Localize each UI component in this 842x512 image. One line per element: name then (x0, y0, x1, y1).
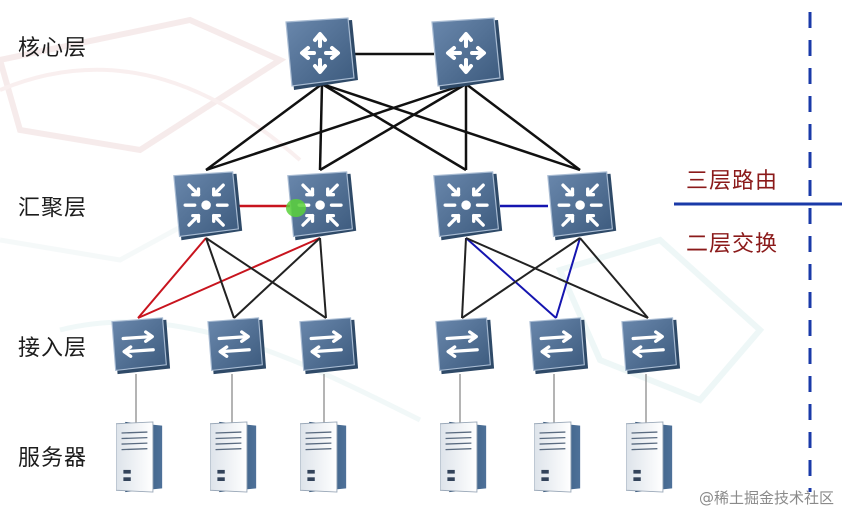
aggregation-switch-icon (172, 170, 244, 243)
access-switch-icon (110, 316, 172, 376)
server-icon (440, 421, 487, 493)
aggregation-switch-icon (432, 170, 504, 243)
access-switch-icon (434, 316, 496, 376)
watermark: @稀土掘金技术社区 (698, 489, 834, 507)
core-router-icon (284, 16, 360, 92)
access-layer-label: 接入层 (18, 336, 88, 361)
highlight-marker (286, 199, 306, 217)
layer2-switching-label: 二层交换 (686, 232, 779, 257)
aggregation-access-links-right (461, 237, 649, 319)
layer3-routing-label: 三层路由 (686, 169, 779, 194)
aggregation-switch-icon (546, 170, 618, 243)
access-switch-icon (298, 316, 360, 376)
access-switch-icon (620, 316, 682, 376)
server-icon (626, 421, 673, 493)
core-layer-label: 核心层 (18, 36, 88, 61)
server-icon (116, 421, 163, 493)
core-router-icon (430, 16, 506, 92)
server-icon (300, 421, 347, 493)
access-switch-icon (206, 316, 268, 376)
server-layer-label: 服务器 (18, 446, 88, 471)
aggregation-layer-label: 汇聚层 (18, 196, 88, 221)
core-aggregation-links (205, 52, 581, 172)
server-icon (534, 421, 581, 493)
aggregation-access-links-left (137, 237, 327, 319)
background-decoration (0, 16, 765, 423)
server-icon (210, 421, 257, 493)
access-server-links (135, 374, 647, 424)
access-switch-icon (528, 316, 590, 376)
